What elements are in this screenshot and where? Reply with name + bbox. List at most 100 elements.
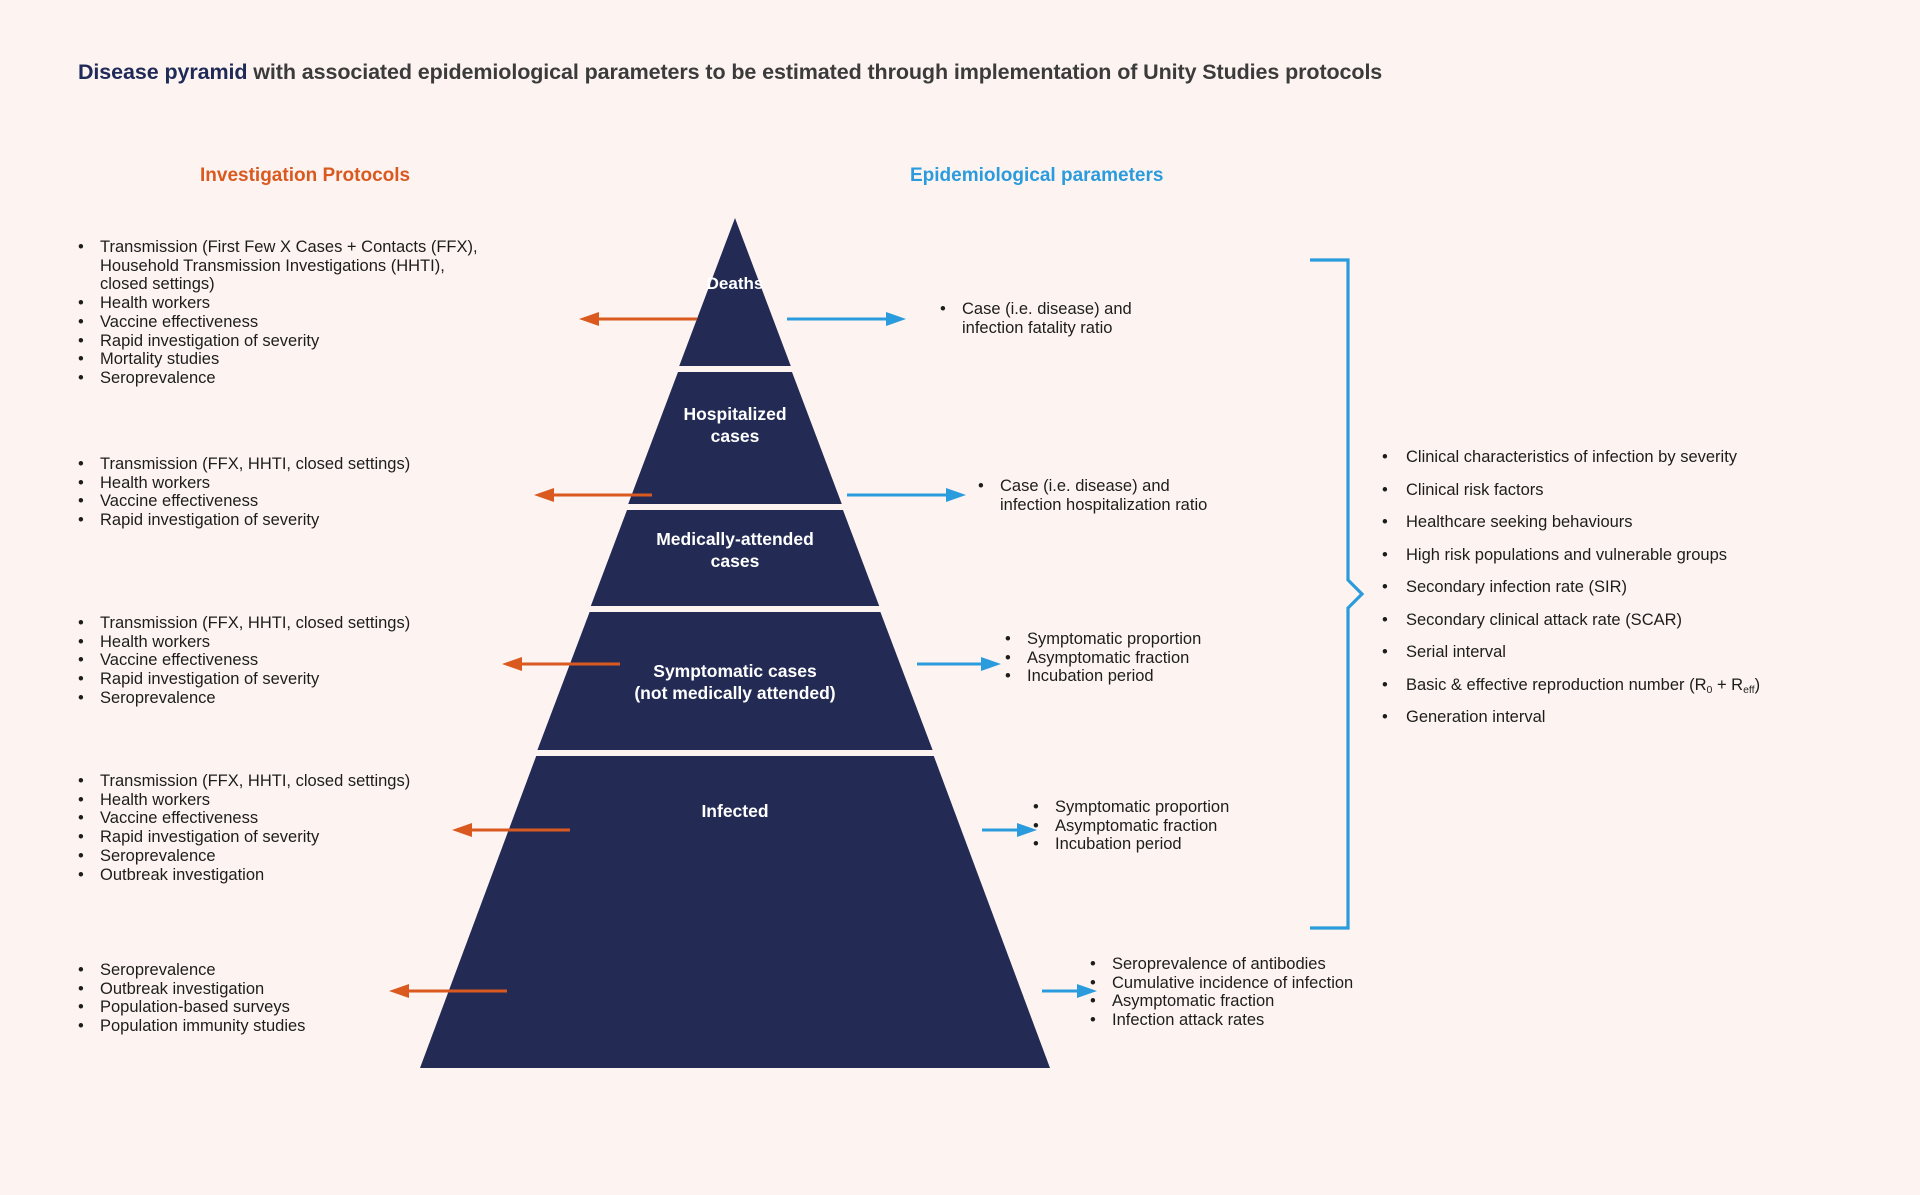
bullet-glyph: •: [1382, 643, 1388, 661]
list-item: •Health workers: [78, 790, 211, 809]
list-item: •Vaccine effectiveness: [78, 492, 259, 511]
protocol-group-deaths: •Transmission (First Few X Cases + Conta…: [78, 238, 518, 388]
parameter-group-deaths: •Case (i.e. disease) and infection fatal…: [940, 300, 1270, 337]
arrow-right-hospitalized: [847, 488, 966, 502]
list-item: •Secondary clinical attack rate (SCAR): [1382, 610, 1683, 629]
arrow-left-deaths: [579, 312, 697, 326]
arrow-right-symptomatic: [982, 823, 1037, 837]
bullet-glyph: •: [78, 455, 84, 473]
bullet-glyph: •: [78, 312, 84, 331]
page-title: Disease pyramid with associated epidemio…: [78, 60, 1382, 85]
bullet-glyph: •: [78, 961, 84, 979]
bullet-glyph: •: [78, 979, 84, 998]
bullet-glyph: •: [1382, 610, 1388, 629]
bullet-glyph: •: [78, 369, 84, 388]
pyramid-band-deaths: [679, 218, 791, 366]
list-item: •Population-based surveys: [78, 998, 290, 1017]
parameter-group-infected: •Seroprevalence of antibodies •Cumulativ…: [1090, 955, 1470, 1030]
arrow-right-deaths: [787, 312, 906, 326]
pyramid-band-medically-attended: [590, 510, 880, 606]
list-item: •Seroprevalence: [78, 688, 216, 707]
bullet-glyph: •: [1090, 992, 1096, 1011]
bullet-glyph: •: [78, 688, 84, 707]
list-item: •Cumulative incidence of infection: [1090, 973, 1354, 992]
pyramid-band-symptomatic: [537, 612, 933, 750]
arrow-left-infected: [389, 984, 507, 998]
bullet-glyph: •: [1033, 816, 1039, 835]
list-item: •Infection attack rates: [1090, 1011, 1265, 1030]
pyramid-band-infected: [420, 756, 1050, 1068]
protocol-group-medically-attended: •Transmission (FFX, HHTI, closed setting…: [78, 614, 518, 708]
list-item: •Transmission (FFX, HHTI, closed setting…: [78, 772, 411, 790]
bullet-glyph: •: [1382, 545, 1388, 564]
list-item: •Vaccine effectiveness: [78, 312, 259, 331]
list-item: •Transmission (FFX, HHTI, closed setting…: [78, 455, 411, 473]
page-title-rest: with associated epidemiological paramete…: [247, 60, 1383, 84]
reproduction-number-text: Basic & effective reproduction number (R…: [1406, 675, 1761, 696]
list-item: •Outbreak investigation: [78, 979, 265, 998]
list-item: •Seroprevalence: [78, 961, 216, 979]
list-item: •High risk populations and vulnerable gr…: [1382, 545, 1728, 564]
bullet-glyph: •: [1090, 955, 1096, 973]
cross-cutting-brace: [1310, 258, 1365, 930]
bullet-glyph: •: [78, 294, 84, 313]
bullet-glyph: •: [78, 651, 84, 670]
arrow-left-medically-attended: [502, 657, 620, 671]
list-item: •Health workers: [78, 632, 211, 651]
bullet-glyph: •: [78, 828, 84, 847]
bullet-glyph: •: [78, 511, 84, 530]
list-item: •Incubation period: [1033, 835, 1182, 854]
list-item: •Clinical characteristics of infection b…: [1382, 448, 1738, 466]
bullet-glyph: •: [78, 473, 84, 492]
bullet-glyph: •: [978, 477, 984, 495]
list-item: •Rapid investigation of severity: [78, 670, 320, 689]
list-item: •Asymptomatic fraction: [1090, 992, 1275, 1011]
list-item: •Symptomatic proportion: [1005, 630, 1202, 648]
bullet-glyph: •: [78, 772, 84, 790]
arrow-left-symptomatic: [452, 823, 570, 837]
bullet-glyph: •: [78, 350, 84, 369]
bullet-glyph: •: [78, 238, 84, 256]
heading-epidemiological-parameters: Epidemiological parameters: [910, 165, 1164, 186]
bullet-glyph: •: [78, 846, 84, 865]
bullet-glyph: •: [78, 492, 84, 511]
bullet-glyph: •: [1005, 648, 1011, 667]
protocol-group-hospitalized: •Transmission (FFX, HHTI, closed setting…: [78, 455, 518, 530]
list-item: •Incubation period: [1005, 667, 1154, 686]
bullet-glyph: •: [1090, 1011, 1096, 1030]
bullet-glyph: •: [1382, 708, 1388, 726]
cross-cutting-parameter-list: •Clinical characteristics of infection b…: [1382, 448, 1862, 741]
list-item: •Transmission (FFX, HHTI, closed setting…: [78, 614, 411, 632]
bullet-glyph: •: [940, 300, 946, 318]
list-item: •Rapid investigation of severity: [78, 511, 320, 530]
arrow-right-infected: [1042, 984, 1097, 998]
bullet-glyph: •: [1033, 835, 1039, 854]
bullet-glyph: •: [78, 331, 84, 350]
list-item: •Rapid investigation of severity: [78, 828, 320, 847]
list-item: •Health workers: [78, 473, 211, 492]
list-item: •Secondary infection rate (SIR): [1382, 578, 1628, 596]
list-item: •Population immunity studies: [78, 1017, 306, 1036]
heading-investigation-protocols: Investigation Protocols: [200, 165, 411, 186]
bullet-glyph: •: [1005, 630, 1011, 648]
parameter-group-hospitalized: •Case (i.e. disease) and infection hospi…: [978, 477, 1338, 514]
list-item: •Outbreak investigation: [78, 865, 265, 884]
protocol-group-symptomatic: •Transmission (FFX, HHTI, closed setting…: [78, 772, 518, 884]
protocol-group-infected: •Seroprevalence •Outbreak investigation …: [78, 961, 518, 1036]
bullet-glyph: •: [78, 998, 84, 1017]
bullet-glyph: •: [78, 790, 84, 809]
list-item: •Transmission (First Few X Cases + Conta…: [78, 238, 478, 294]
bullet-glyph: •: [78, 632, 84, 651]
list-item: •Mortality studies: [78, 350, 220, 369]
list-item: •Asymptomatic fraction: [1033, 816, 1218, 835]
list-item: •Vaccine effectiveness: [78, 809, 259, 828]
list-item: •Serial interval: [1382, 643, 1506, 661]
arrow-right-medically-attended: [917, 657, 1001, 671]
list-item: •Healthcare seeking behaviours: [1382, 513, 1633, 531]
list-item: •Generation interval: [1382, 708, 1546, 726]
bullet-glyph: •: [78, 809, 84, 828]
parameter-group-symptomatic: •Symptomatic proportion •Asymptomatic fr…: [1033, 798, 1363, 854]
list-item: •Seroprevalence: [78, 369, 216, 388]
bullet-glyph: •: [1382, 578, 1388, 596]
bullet-glyph: •: [1382, 448, 1388, 466]
